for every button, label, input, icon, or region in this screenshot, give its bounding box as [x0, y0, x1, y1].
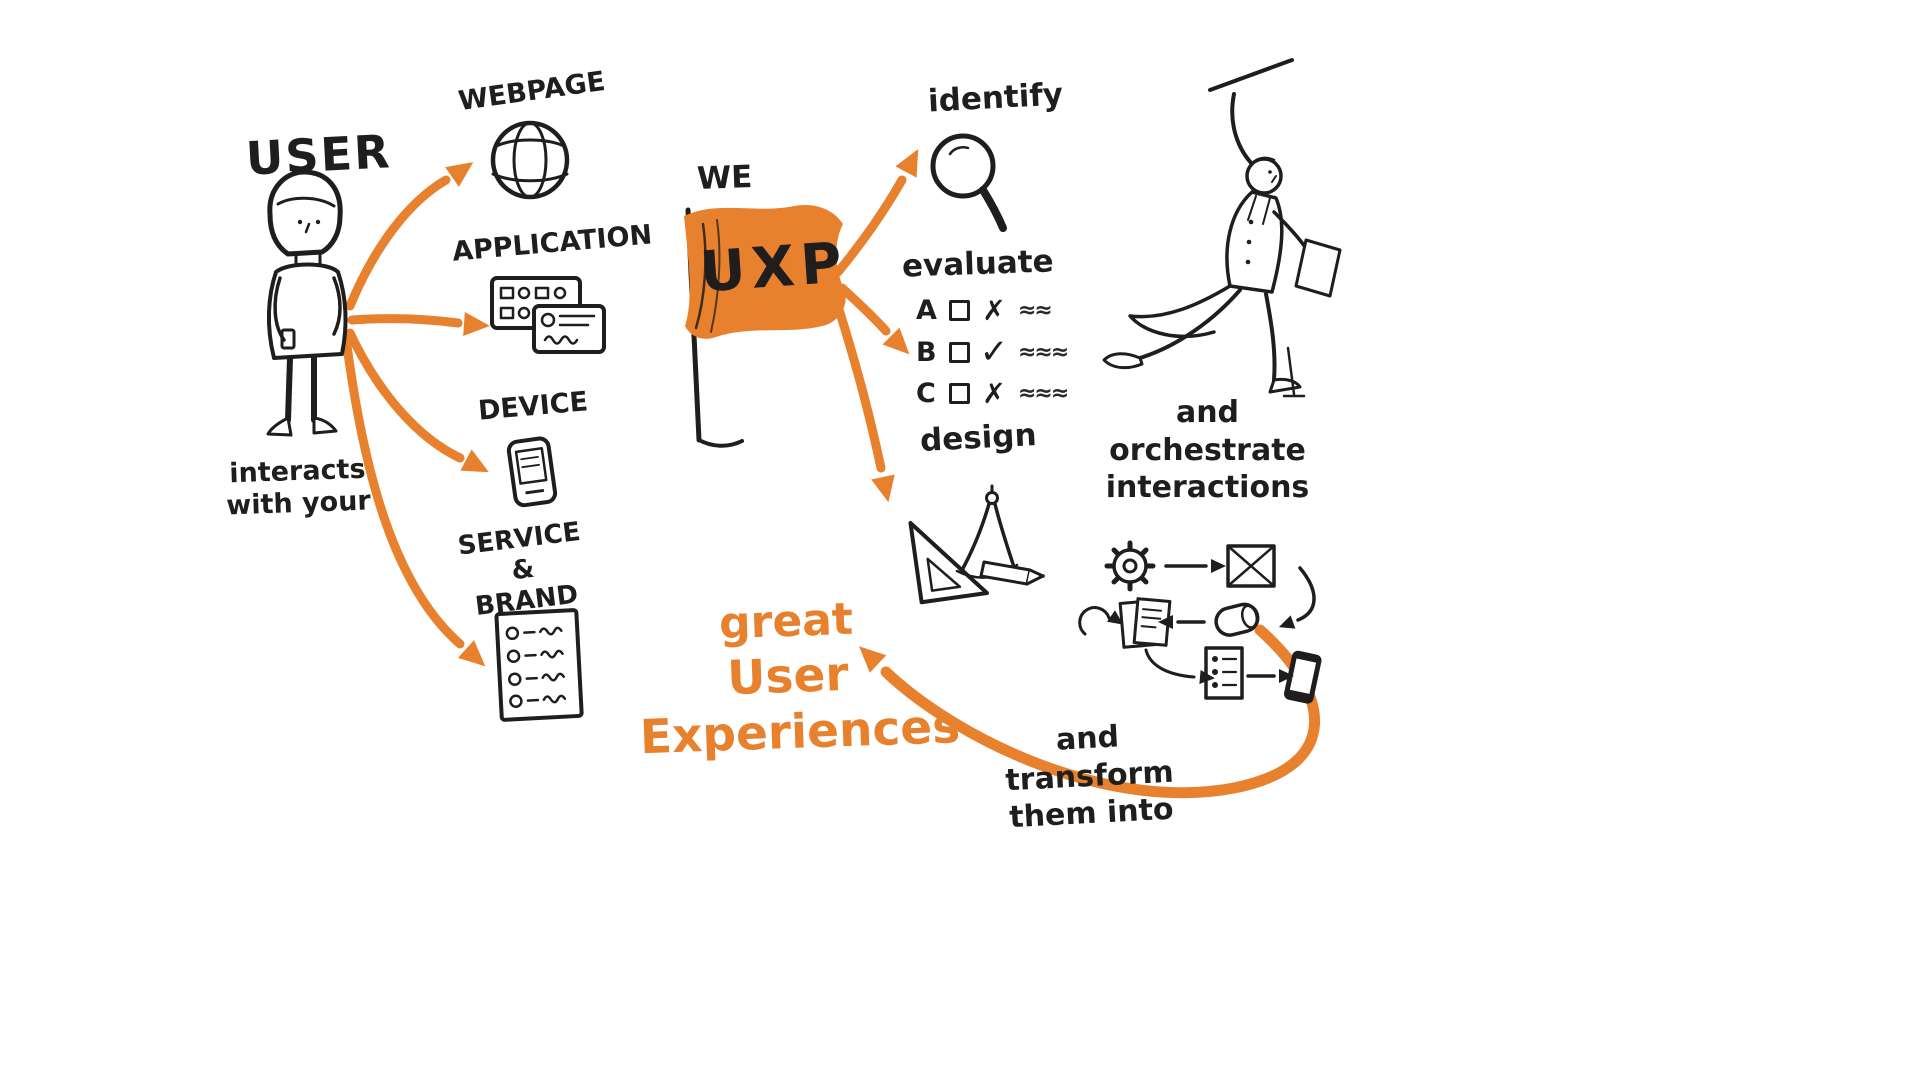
service-brand-label: SERVICE & BRAND: [443, 515, 603, 626]
uxp-flag: [684, 204, 846, 448]
transform-caption: and transform them into: [979, 714, 1200, 838]
design-label: design: [919, 416, 1038, 460]
arrow-flag-to-identify: [833, 143, 929, 277]
gear-icon: [1104, 540, 1156, 592]
orchestrate-line3: interactions: [1105, 470, 1310, 505]
lens-roller-icon: [1214, 602, 1260, 637]
scribble-text: ≈≈: [1018, 298, 1053, 323]
uxp-flag-label: UXP: [697, 230, 850, 306]
evaluate-label: evaluate: [901, 243, 1055, 285]
orchestrate-line1: and: [1175, 395, 1240, 430]
user-title: USER: [244, 124, 393, 186]
option-letter: A: [916, 295, 937, 326]
transform-line1: and transform: [1004, 719, 1175, 798]
arrow-flag-to-evaluate: [837, 283, 918, 363]
result-line2: User: [726, 646, 850, 706]
arrow-user-to-service: [341, 333, 494, 676]
mobile-device-icon: [506, 436, 558, 508]
we-label: WE: [696, 159, 753, 197]
notes-icon: [1118, 597, 1172, 649]
arrow-list-to-phone: [1246, 669, 1294, 683]
checkbox-glyph: [949, 300, 970, 321]
user-figure: [266, 169, 348, 437]
globe-icon: [490, 120, 570, 200]
scribble-text: ≈≈≈: [1018, 339, 1069, 365]
arrow-user-to-application: [347, 312, 491, 338]
evaluation-row-a: A ✗ ≈≈: [916, 294, 1067, 327]
scribble-text: ≈≈≈: [1018, 381, 1069, 406]
arrow-box-to-lens: [1276, 566, 1316, 634]
option-letter: B: [916, 336, 937, 368]
checkbox-glyph: [949, 383, 970, 404]
wireframe-box-icon: [1226, 544, 1276, 588]
cross-mark: ✗: [982, 294, 1006, 327]
service-checklist-icon: [494, 608, 584, 722]
evaluation-row-b: B ✓ ≈≈≈: [916, 332, 1069, 372]
cycle-arrow-icon: [1078, 606, 1128, 636]
storyboard-list-icon: [1204, 646, 1244, 700]
arrow-gear-to-box: [1164, 559, 1226, 573]
arrow-user-to-device: [345, 328, 495, 483]
user-caption-line2: with your: [225, 485, 372, 522]
option-letter: C: [916, 378, 936, 409]
arrow-notes-to-list: [1144, 648, 1216, 686]
user-caption: interacts with your: [217, 453, 379, 523]
orchestrate-line2: orchestrate: [1109, 432, 1306, 468]
cross-mark: ✗: [982, 377, 1006, 410]
evaluation-list: A ✗ ≈≈ B ✓ ≈≈≈ C ✗ ≈≈≈: [916, 294, 1069, 410]
arrow-flag-to-design: [831, 295, 901, 505]
arrow-user-to-webpage: [345, 152, 481, 311]
drafting-tools-icon: [908, 484, 1045, 605]
application-windows-icon: [490, 276, 606, 354]
check-mark: ✓: [979, 332, 1009, 372]
evaluation-row-c: C ✗ ≈≈≈: [916, 377, 1069, 410]
phone-icon: [1284, 650, 1322, 704]
checkbox-glyph: [949, 341, 970, 363]
orchestrate-caption: and orchestrate interactions: [1100, 394, 1315, 507]
identify-label: identify: [927, 76, 1064, 120]
great-user-experiences-title: great User Experiences: [635, 591, 962, 767]
arrow-lens-to-notes: [1158, 615, 1206, 629]
magnifier-icon: [930, 133, 1007, 232]
dancing-conductor-figure: [1102, 58, 1342, 398]
result-line3: Experiences: [639, 699, 962, 766]
